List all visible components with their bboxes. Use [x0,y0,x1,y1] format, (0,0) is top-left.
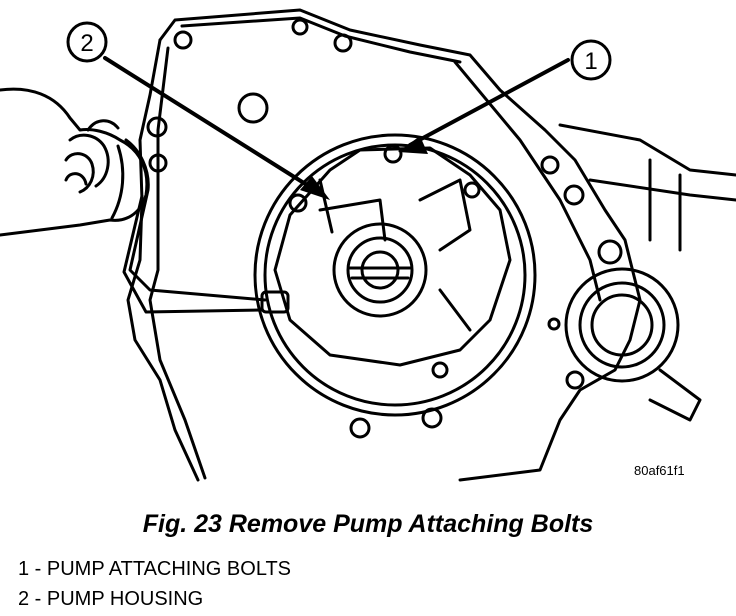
transmission-illustration: 2 1 [0,8,736,482]
hand-drawing [0,87,149,237]
wrench-tool [122,138,290,314]
case-bolt-holes [146,18,623,390]
pump-attaching-bolts-drawing [288,144,481,439]
arrowhead-2 [300,176,330,200]
callout-2-number: 2 [80,30,93,57]
legend-item-2: 2 - PUMP HOUSING [18,588,204,610]
transmission-case [126,8,736,482]
callout-1: 1 [570,39,612,81]
output-housing-drawing [564,267,702,422]
figure-caption: Fig. 23 Remove Pump Attaching Bolts [142,510,594,538]
legend-item-1: 1 - PUMP ATTACHING BOLTS [18,558,292,580]
arrowhead-1 [398,136,428,154]
figure-code: 80af61f1 [634,463,685,478]
callout-2: 2 [66,21,108,63]
leader-lines [103,56,570,192]
callout-1-number: 1 [584,48,597,75]
pump-housing-drawing [253,133,537,417]
